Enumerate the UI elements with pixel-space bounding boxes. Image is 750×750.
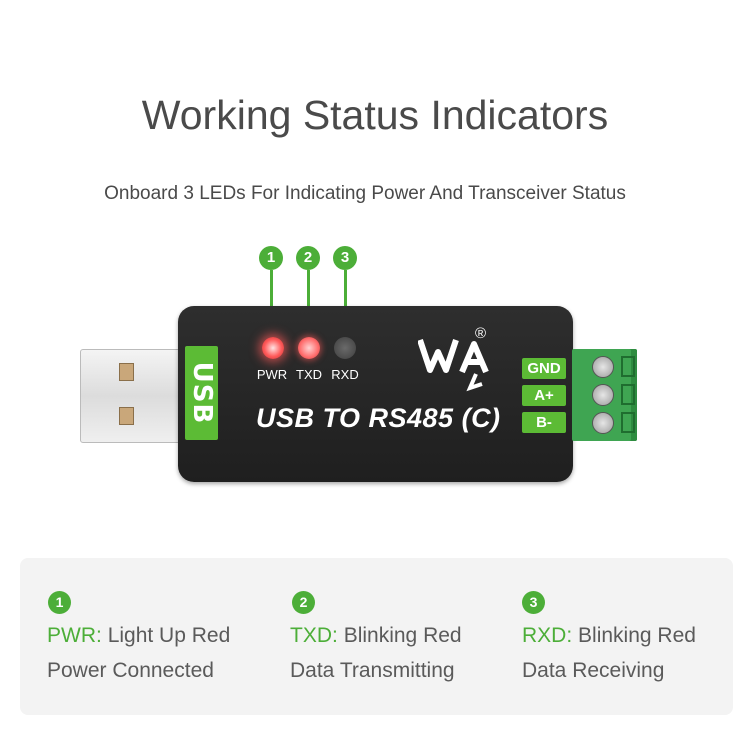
legend-meaning-txd: Data Transmitting — [290, 659, 455, 682]
legend-description-pwr: Light Up Red — [107, 624, 231, 647]
legend-separator: : — [332, 624, 338, 647]
terminal-screw — [592, 356, 614, 378]
registered-mark: ® — [475, 325, 486, 342]
usb-tab-label: USB — [187, 361, 217, 425]
legend-description-rxd: Blinking Red — [578, 624, 696, 647]
legend-meaning-pwr: Power Connected — [47, 659, 214, 682]
callout-line-2 — [307, 270, 310, 320]
legend-panel — [20, 558, 733, 715]
callout-marker-3: 3 — [333, 246, 357, 270]
legend-code-pwr: PWR — [47, 624, 96, 647]
terminal-label-gnd: GND — [522, 358, 566, 379]
terminal-label-a: A+ — [522, 385, 566, 406]
callout-marker-1: 1 — [259, 246, 283, 270]
terminal-screw — [592, 412, 614, 434]
terminal-screw — [592, 384, 614, 406]
led-pwr — [262, 337, 284, 359]
usb-plug-hole — [119, 363, 134, 381]
page-title: Working Status Indicators — [141, 92, 609, 138]
led-txd — [298, 337, 320, 359]
led-label-pwr: PWR — [256, 367, 288, 382]
legend-code-txd: TXD — [290, 624, 332, 647]
usb-plug — [80, 349, 192, 443]
callout-line-3 — [344, 270, 347, 320]
terminal-slot — [621, 412, 635, 433]
legend-item-txd: TXD: Blinking Red — [290, 624, 462, 648]
legend-separator: : — [96, 624, 102, 647]
legend-item-pwr: PWR: Light Up Red — [47, 624, 230, 648]
legend-meaning-rxd: Data Receiving — [522, 659, 665, 682]
legend-marker-3: 3 — [522, 591, 545, 614]
legend-separator: : — [566, 624, 573, 647]
legend-item-rxd: RXD: Blinking Red — [522, 624, 696, 648]
product-name: USB TO RS485 (C) — [256, 403, 501, 433]
legend-code-rxd: RXD — [522, 624, 567, 647]
usb-tab — [185, 346, 218, 440]
led-label-rxd: RXD — [331, 367, 359, 382]
legend-description-txd: Blinking Red — [343, 624, 462, 647]
led-label-txd: TXD — [296, 367, 322, 382]
terminal-slot — [621, 384, 635, 405]
callout-marker-2: 2 — [296, 246, 320, 270]
terminal-slot — [621, 356, 635, 377]
legend-marker-1: 1 — [48, 591, 71, 614]
device-body — [178, 306, 573, 482]
usb-plug-hole — [119, 407, 134, 425]
terminal-label-b: B- — [522, 412, 566, 433]
callout-line-1 — [270, 270, 273, 320]
legend-marker-2: 2 — [292, 591, 315, 614]
brand-logo: ® — [418, 325, 489, 392]
page-subtitle: Onboard 3 LEDs For Indicating Power And … — [104, 183, 626, 204]
led-rxd — [334, 337, 356, 359]
